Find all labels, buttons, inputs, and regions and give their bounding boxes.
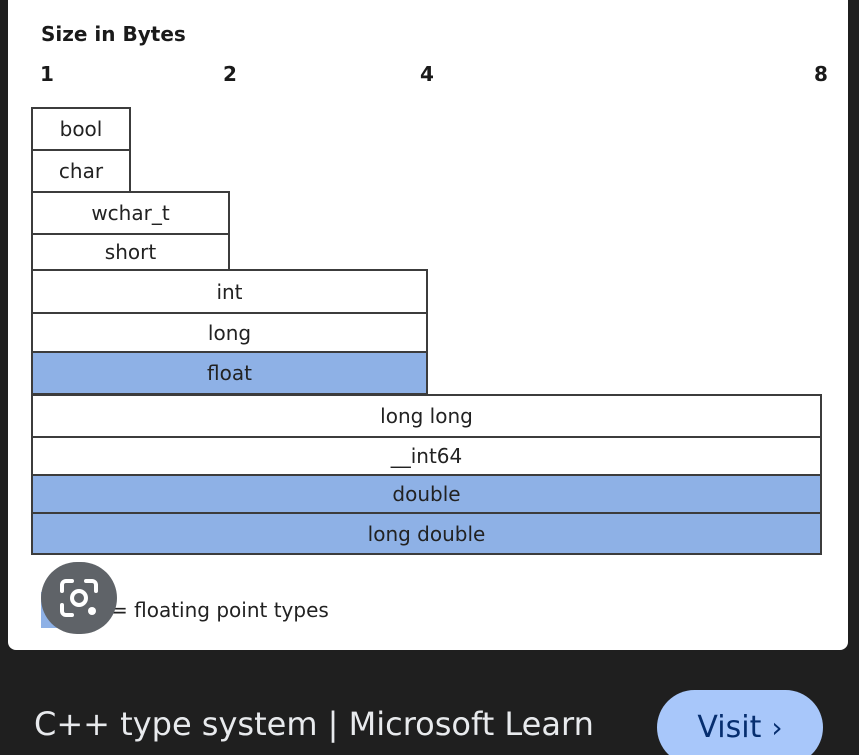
type-block-long: long — [31, 312, 428, 353]
type-block-bool: bool — [31, 107, 131, 151]
camera-search-icon — [60, 579, 98, 617]
tick-4-bytes: 4 — [420, 62, 434, 86]
type-block-char: char — [31, 149, 131, 193]
type-block-long-long: long long — [31, 394, 822, 438]
visit-label: Visit — [697, 710, 762, 745]
chevron-right-icon: › — [771, 711, 783, 744]
lens-search-button[interactable] — [41, 562, 117, 634]
tick-8-bytes: 8 — [814, 62, 828, 86]
tick-2-bytes: 2 — [223, 62, 237, 86]
type-block-float: float — [31, 351, 428, 395]
type-block-short: short — [31, 233, 230, 271]
tick-1-byte: 1 — [40, 62, 54, 86]
floating-legend-text: = floating point types — [111, 598, 329, 622]
type-block-wchar-t: wchar_t — [31, 191, 230, 235]
visit-button[interactable]: Visit › — [657, 690, 823, 755]
type-block-int: int — [31, 269, 428, 314]
result-title-link[interactable]: C++ type system | Microsoft Learn — [34, 705, 594, 743]
type-block-double: double — [31, 474, 822, 514]
type-block-long-double: long double — [31, 512, 822, 555]
diagram-title: Size in Bytes — [41, 22, 186, 46]
type-block-int64: __int64 — [31, 436, 822, 476]
